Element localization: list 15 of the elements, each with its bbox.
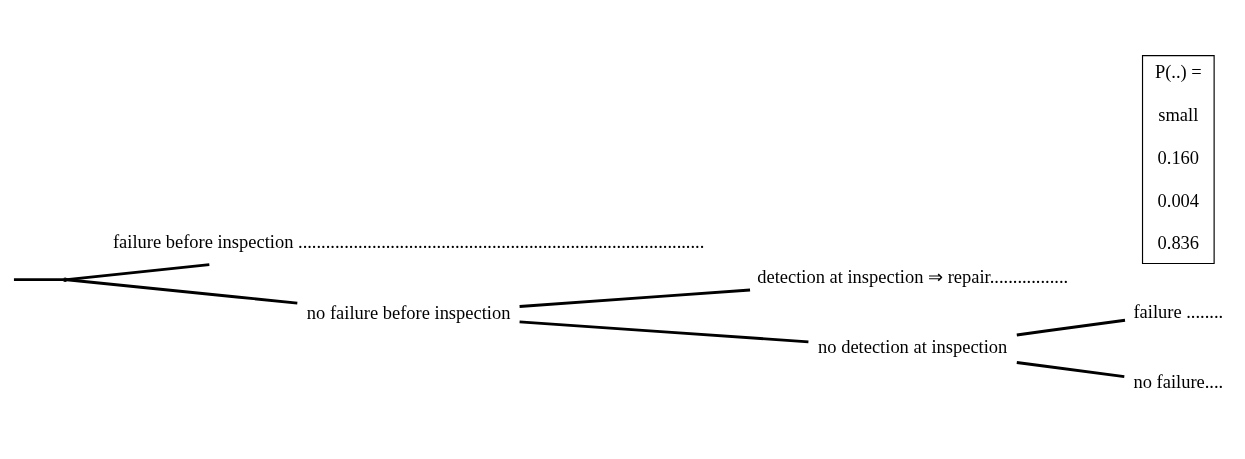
node-text: no failure before inspection: [306, 302, 511, 323]
node-text: no detection at inspection: [818, 336, 1008, 357]
connector: [66, 277, 298, 305]
connector: [519, 288, 751, 308]
connector: [1016, 318, 1126, 336]
connector: [1016, 360, 1125, 378]
node-text: failure before inspection ........................................................................................: [112, 231, 705, 252]
node-text: no failure....: [1133, 371, 1224, 392]
node-box: P(..) = small 0.160 0.004 0.836: [1141, 54, 1215, 264]
node-text: failure ........: [1133, 301, 1224, 322]
node-text: detection at inspection ⇒ repair.................: [757, 266, 1069, 287]
node-point: [62, 276, 68, 282]
connector: [66, 262, 210, 281]
connector: [13, 277, 64, 281]
connector: [519, 319, 809, 343]
